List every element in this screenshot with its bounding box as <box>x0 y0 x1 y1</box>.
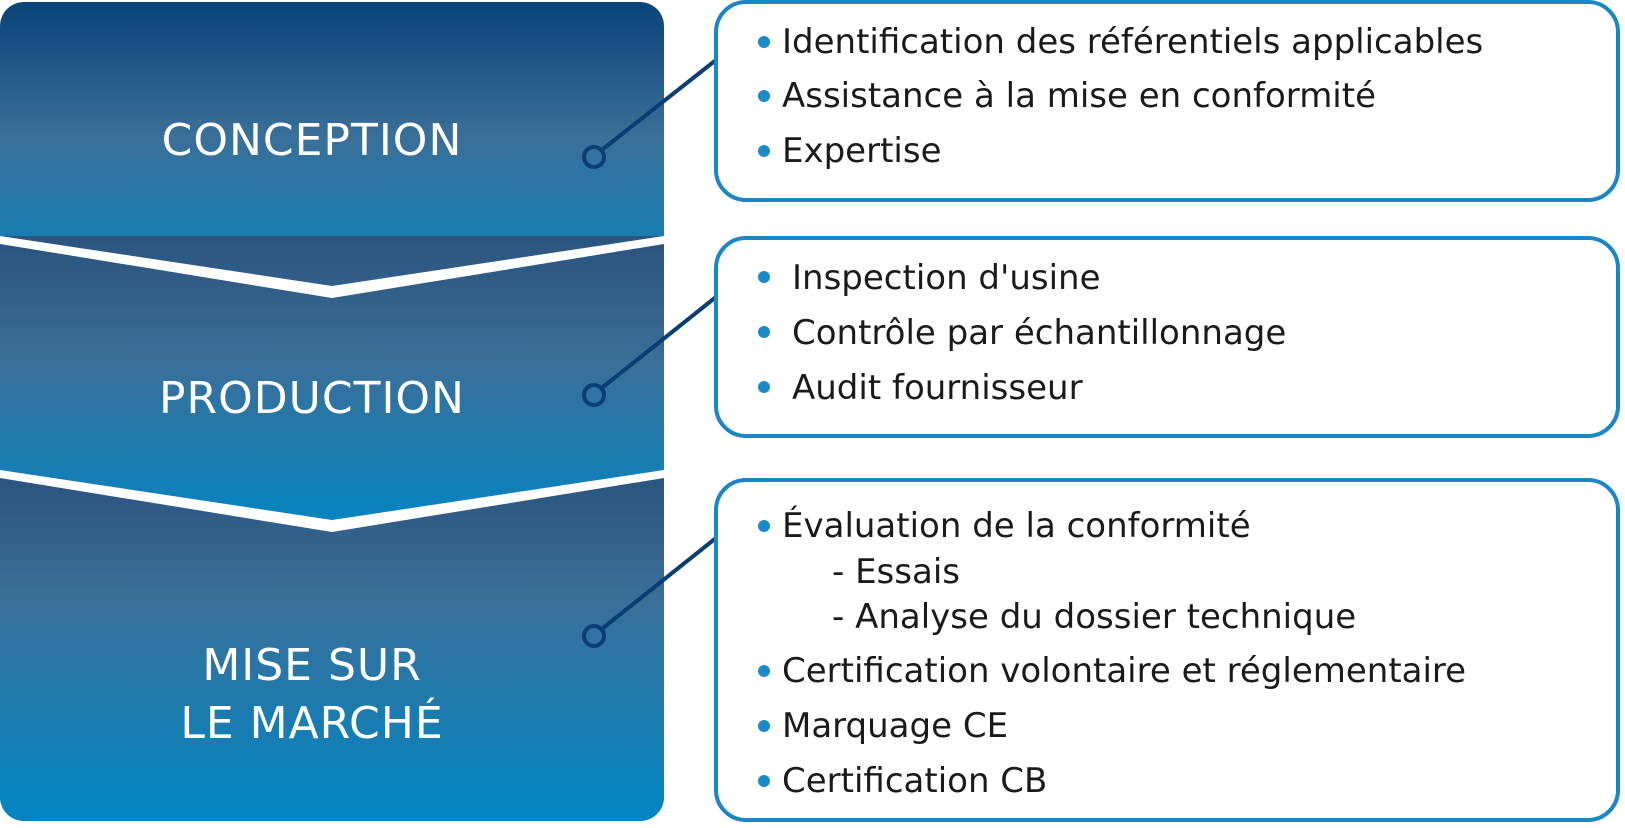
detail-list-conception: Identification des référentiels applicab… <box>758 22 1483 171</box>
connector-production <box>582 295 718 407</box>
detail-item: Contrôle par échantillonnage <box>792 313 1286 353</box>
bullet-dot <box>758 271 770 283</box>
stage-column <box>0 2 664 821</box>
detail-item: Marquage CE <box>782 706 1008 746</box>
stage-label-mise-sur-le-marche-line-2: LE MARCHÉ <box>180 696 443 749</box>
detail-sub-item: - Analyse du dossier technique <box>832 597 1356 637</box>
bullet-dot <box>758 145 770 157</box>
detail-box-mise-sur-le-marche <box>714 478 1620 822</box>
detail-item: Évaluation de la conformité <box>782 505 1251 546</box>
bullet-dot <box>758 326 770 338</box>
bullet-dot <box>758 665 770 677</box>
connector-conception <box>582 58 718 169</box>
connector-mise-sur-le-marche <box>582 536 718 648</box>
detail-box-production <box>714 236 1620 438</box>
bullet-dot <box>758 720 770 732</box>
connector-line <box>601 58 718 151</box>
bullet-dot <box>758 381 770 393</box>
detail-list-production: Inspection d'usine Contrôle par échantil… <box>758 258 1286 408</box>
stage-label-conception: CONCEPTION <box>162 115 463 166</box>
connector-dot <box>582 383 606 407</box>
detail-list-mise-sur-le-marche: Évaluation de la conformité - Essais - A… <box>758 505 1466 801</box>
detail-item: Audit fournisseur <box>792 368 1083 408</box>
detail-item: Certification volontaire et réglementair… <box>782 651 1466 691</box>
bullet-dot <box>758 36 770 48</box>
stage-shape-production <box>0 244 664 538</box>
connector-dot <box>582 145 606 169</box>
detail-sub-item: - Essais <box>832 552 960 592</box>
bullet-dot <box>758 520 770 532</box>
detail-item: Identification des référentiels applicab… <box>782 22 1483 62</box>
detail-item: Certification CB <box>782 761 1047 801</box>
bullet-dot <box>758 90 770 102</box>
connector-line <box>601 536 718 630</box>
detail-item: Expertise <box>782 131 942 171</box>
detail-item: Assistance à la mise en conformité <box>782 76 1376 116</box>
connector-dot <box>582 624 606 648</box>
bullet-dot <box>758 775 770 787</box>
stage-label-mise-sur-le-marche-line-1: MISE SUR <box>202 640 421 691</box>
stage-label-production: PRODUCTION <box>159 373 465 424</box>
stage-shape-mise-sur-le-marche <box>0 478 664 821</box>
detail-item: Inspection d'usine <box>792 258 1101 298</box>
detail-box-conception <box>714 0 1620 202</box>
connector-line <box>601 295 718 389</box>
